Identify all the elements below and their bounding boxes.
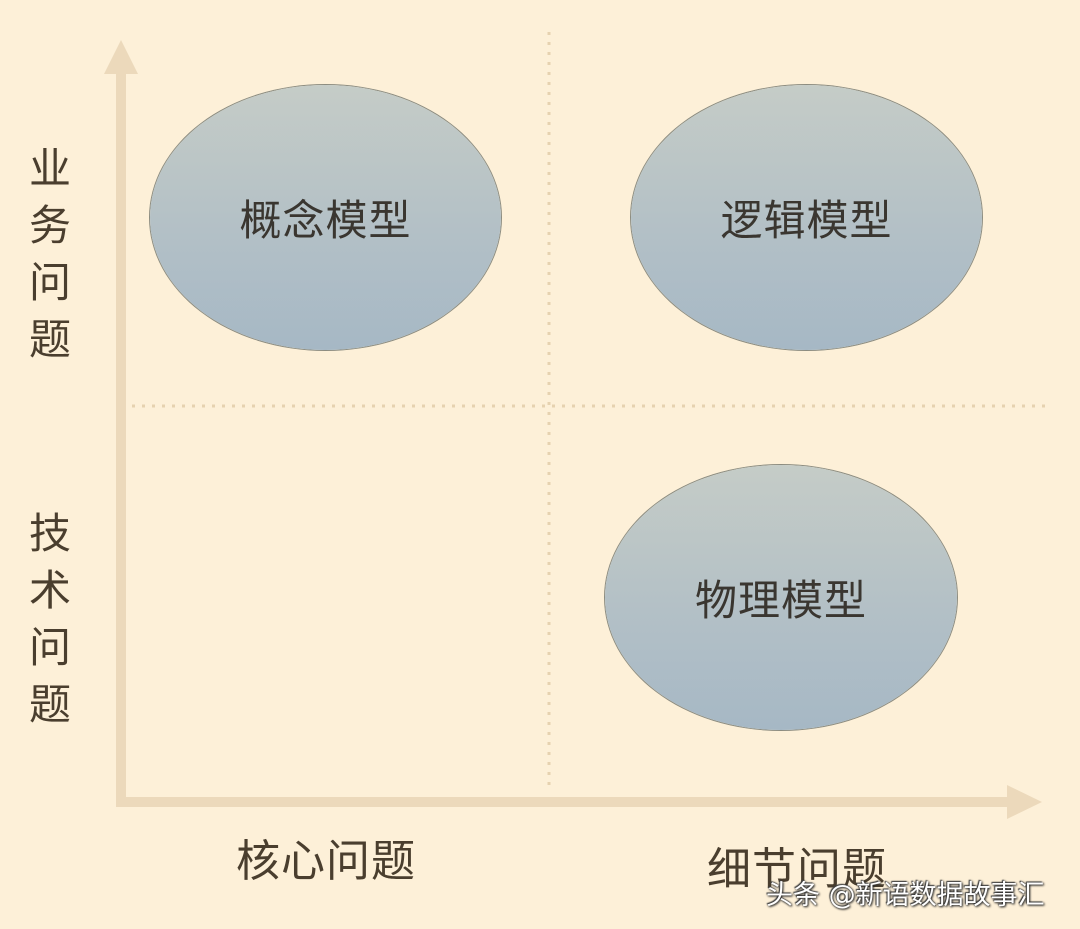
x-axis-arrow-icon <box>1007 785 1042 819</box>
node-conceptual-model: 概念模型 <box>150 85 501 350</box>
node-label: 概念模型 <box>239 196 412 245</box>
node-label: 物理模型 <box>694 576 867 625</box>
y-axis-line <box>116 70 126 805</box>
watermark: 头条 @新语数据故事汇 <box>766 880 1045 911</box>
y-axis-label-business: 业务问题 <box>28 144 71 364</box>
x-axis-line <box>116 797 1011 807</box>
y-axis-arrow-icon <box>104 40 138 74</box>
x-axis-label-core: 核心问题 <box>236 836 416 887</box>
node-logical-model: 逻辑模型 <box>631 85 982 350</box>
x-axis-label-detail: 细节问题 <box>707 844 887 895</box>
node-label: 逻辑模型 <box>720 196 893 245</box>
node-physical-model: 物理模型 <box>605 465 957 730</box>
y-axis-label-technical: 技术问题 <box>28 509 71 729</box>
